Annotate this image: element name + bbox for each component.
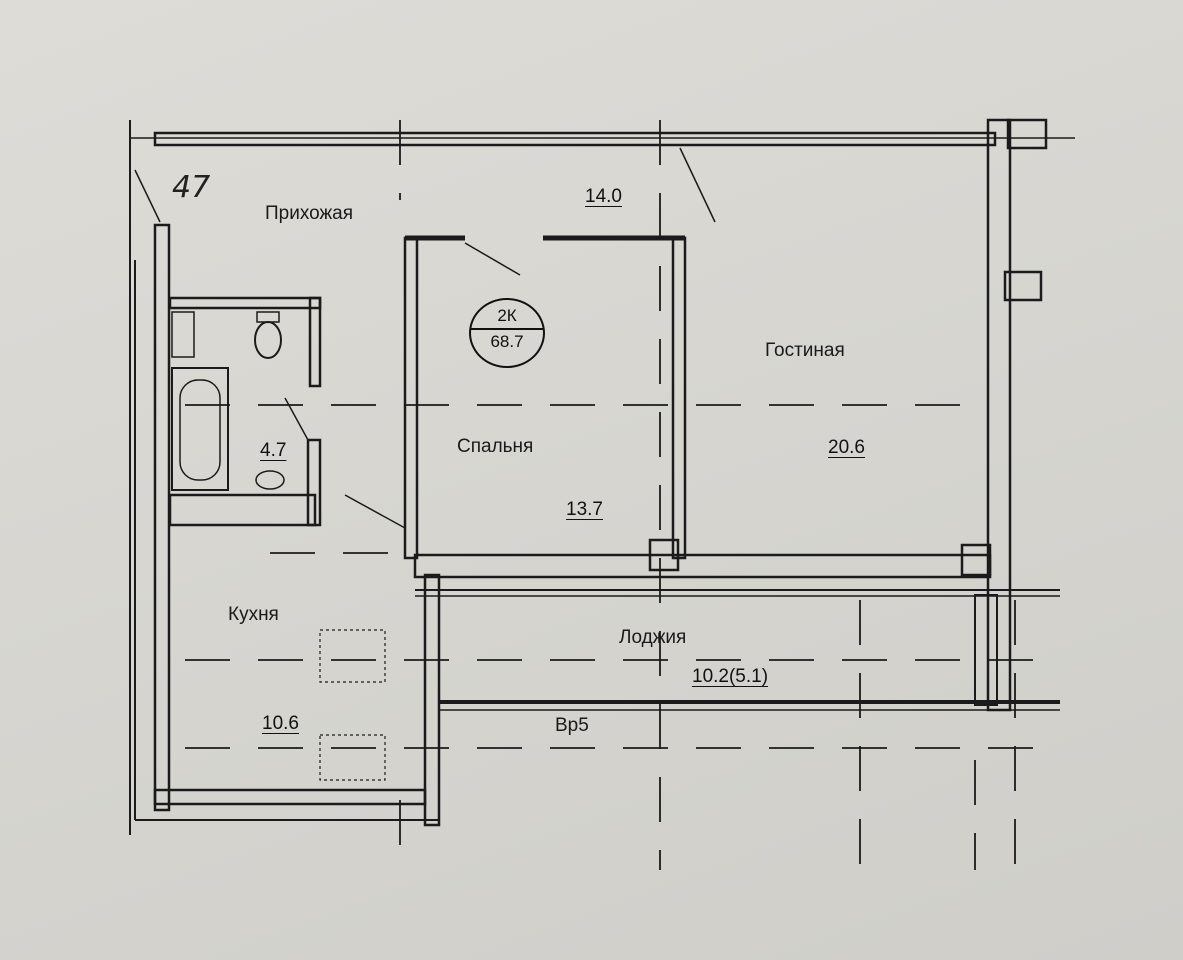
wall-left — [153, 223, 171, 812]
marker-label: Вр5 — [555, 715, 589, 736]
room-area-loggia: 10.2(5.1) — [692, 666, 769, 687]
badge-total-area: 68.7 — [490, 332, 524, 351]
room-label-kitchen: Кухня — [228, 604, 279, 625]
room-area-kitchen: 10.6 — [262, 713, 299, 734]
wall-top — [153, 131, 997, 147]
room-label-hallway: Прихожая — [265, 203, 354, 224]
room-area-living: 20.6 — [828, 437, 865, 458]
badge-rooms: 2К — [497, 306, 517, 325]
room-label-living: Гостиная — [765, 340, 845, 361]
room-label-bedroom: Спальня — [457, 436, 534, 457]
apartment-badge: 2К 68.7 — [469, 298, 545, 368]
room-area-hallway: 14.0 — [585, 186, 622, 207]
room-area-bedroom: 13.7 — [566, 499, 603, 520]
wall-right — [986, 118, 1012, 712]
apartment-number: 47 — [172, 170, 211, 205]
badge-divider — [471, 328, 543, 330]
room-label-loggia: Лоджия — [619, 627, 687, 648]
room-area-bathroom: 4.7 — [260, 440, 287, 461]
